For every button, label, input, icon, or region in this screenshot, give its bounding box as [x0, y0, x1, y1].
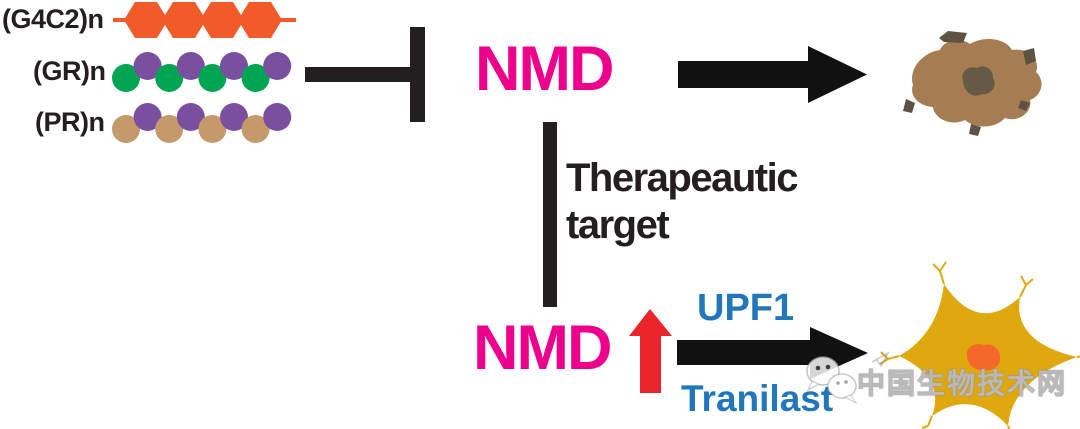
nmd-top-label: NMD [475, 34, 614, 104]
up-arrow-red-icon [629, 309, 672, 393]
dying-cell-debris [903, 31, 1036, 136]
tranilast-label: Tranilast [681, 378, 834, 419]
paper-plane-icon [871, 351, 890, 368]
hexagon-chain [113, 2, 296, 38]
upf1-label: UPF1 [697, 287, 795, 329]
inhibition-tbar-icon [305, 27, 425, 122]
repeat-label-pr: (PR)n [35, 107, 105, 137]
repeat-label-g4c2: (G4C2)n [2, 4, 104, 34]
arrow-right-top-icon [678, 46, 867, 103]
watermark-text: 中国生物技术网 [856, 367, 1068, 399]
therapeutic-target-line2: target [566, 203, 670, 247]
dying-cell-core [962, 66, 995, 96]
therapeutic-line [543, 122, 557, 307]
gr-repeat-circles [112, 52, 292, 92]
dying-cell [903, 31, 1042, 136]
pr-repeat-circles [112, 103, 292, 143]
nmd-bottom-label: NMD [473, 313, 612, 383]
therapeutic-target-line1: Therapeautic [566, 156, 798, 200]
neuron-nucleus [966, 344, 1001, 371]
repeat-label-gr: (GR)n [33, 56, 106, 86]
wechat-icon [806, 356, 858, 405]
healthy-neuron [879, 261, 1080, 429]
